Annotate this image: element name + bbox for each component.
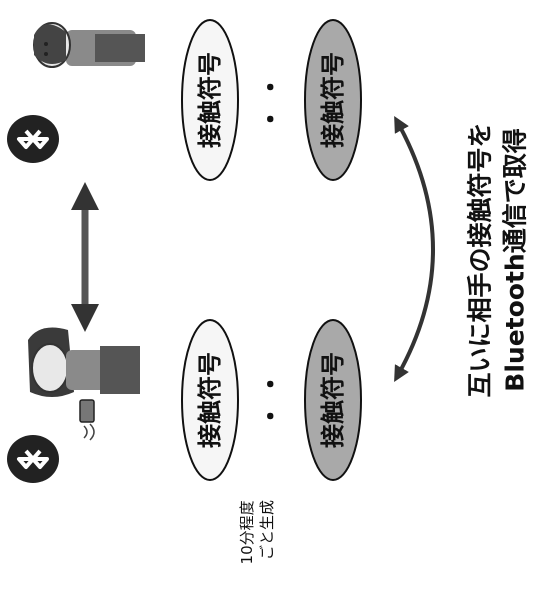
exchange-arrow [394, 115, 435, 382]
generation-note-line2: ごと生成 [258, 500, 276, 560]
bluetooth-icon [7, 435, 59, 483]
token-label: 接触符号 [196, 352, 224, 448]
bluetooth-icon [7, 115, 59, 163]
generation-note-line1: 10分程度 [238, 500, 256, 564]
generation-note: 10分程度 ごと生成 [238, 496, 276, 565]
caption-line1: 互いに相手の接触符号を [466, 122, 495, 397]
ellipsis-bottom: ・・ [257, 365, 287, 429]
token-ellipse-bottom-dark: 接触符号 [304, 319, 362, 481]
token-label: 接触符号 [319, 352, 347, 448]
ellipsis-top: ・・ [257, 68, 287, 132]
person-phone-icon [28, 327, 140, 441]
token-label: 接触符号 [319, 52, 347, 148]
person-desk-icon [33, 22, 145, 68]
caption-line2: Bluetooth通信で取得 [501, 128, 530, 391]
token-ellipse-top-dark: 接触符号 [304, 19, 362, 181]
token-ellipse-bottom-light: 接触符号 [181, 319, 239, 481]
token-ellipse-top-light: 接触符号 [181, 19, 239, 181]
token-label: 接触符号 [196, 52, 224, 148]
